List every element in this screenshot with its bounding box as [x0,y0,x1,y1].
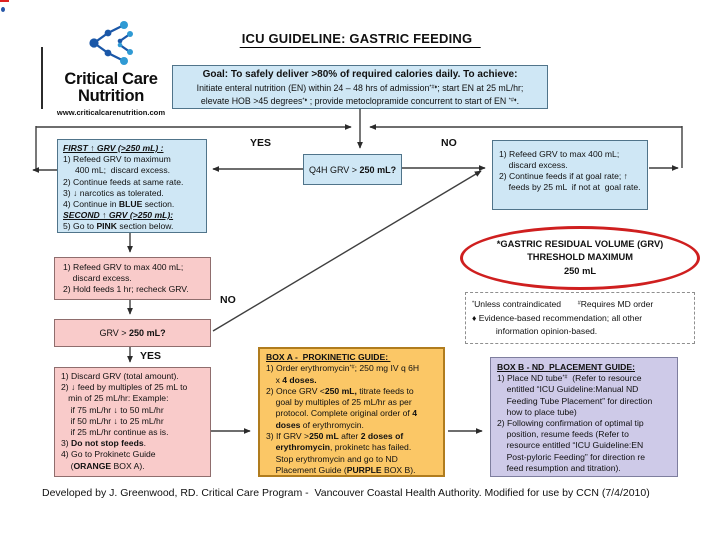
connector-grvcheck-no-diagonal [212,170,482,332]
logo-url: www.criticalcarenutrition.com [56,108,166,117]
logo-name-line1: Critical Care [64,70,158,88]
discard-reduce-box: 1) Discard GRV (total amount).2) ↓ feed … [54,367,211,477]
grv-threshold-oval: *GASTRIC RESIDUAL VOLUME (GRV)THRESHOLD … [460,226,700,290]
refeed-hold-box: 1) Refeed GRV to max 400 mL; discard exc… [54,257,211,300]
label-yes-mid: YES [140,350,162,362]
refeed-max-box: 1) Refeed GRV to max 400 mL; discard exc… [492,140,648,210]
ccn-molecule-logo-icon [89,21,133,65]
box-a-prokinetic-guide: BOX A - PROKINETIC GUIDE: 1) Order eryth… [258,347,445,477]
page-title: ICU GUIDELINE: GASTRIC FEEDING [239,31,481,48]
label-no-top: NO [441,137,457,149]
scan-artifact-red [0,0,9,2]
first-grv-box: FIRST ↑ GRV (>250 mL) :1) Refeed GRV to … [57,139,207,233]
grv-check-decision-box: GRV > 250 mL? [54,319,211,347]
goal-box: Goal: To safely deliver >80% of required… [172,65,548,109]
ccn-logo: Critical Care Nutrition www.criticalcare… [45,20,177,117]
scan-artifact-line [41,47,43,109]
logo-name-line2: Nutrition [77,87,145,105]
label-yes-top: YES [250,137,272,149]
q4h-grv-decision-box: Q4H GRV > 250 mL? [303,154,402,185]
legend-footnote-box: *Unless contraindicated #Requires MD ord… [465,292,695,344]
scan-artifact-blue [1,7,5,12]
footer-credit: Developed by J. Greenwood, RD. Critical … [42,487,650,499]
box-b-nd-placement-guide: BOX B - ND PLACEMENT GUIDE:1) Place ND t… [490,357,678,477]
label-no-mid: NO [220,294,236,306]
